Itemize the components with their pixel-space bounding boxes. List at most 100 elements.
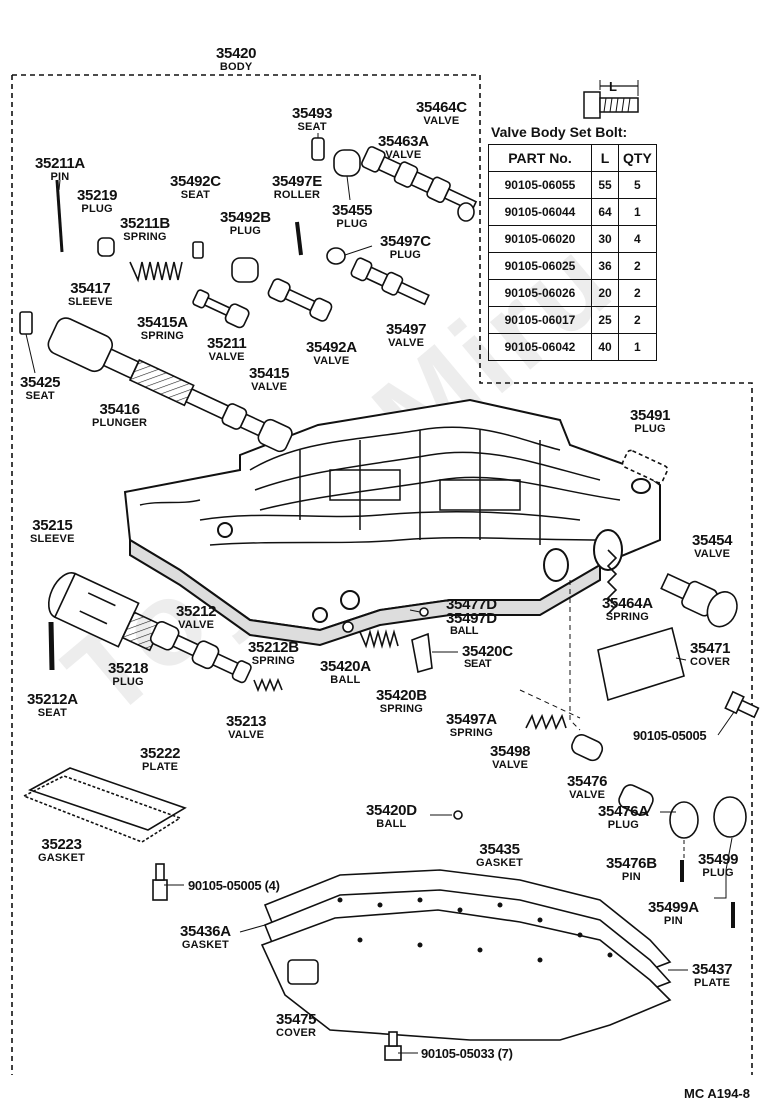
bolt-table-title: Valve Body Set Bolt: <box>491 124 628 140</box>
right-parts <box>597 449 760 719</box>
header-qty: QTY <box>618 144 657 172</box>
cell-length: 25 <box>591 306 619 334</box>
cell-qty: 2 <box>618 252 657 280</box>
bolt-dimension-icon <box>583 80 639 119</box>
part-label-35420c[interactable]: 35420C <box>462 643 513 660</box>
cell-qty: 4 <box>618 225 657 253</box>
valve-body-casting <box>123 398 661 647</box>
lower-left-parts <box>22 572 433 901</box>
cell-qty: 2 <box>618 306 657 334</box>
cell-part: 90105-06026 <box>488 279 592 307</box>
cell-part: 90105-06025 <box>488 252 592 280</box>
part-desc-ball: BALL <box>450 625 479 637</box>
cell-length: 40 <box>591 333 619 361</box>
part-label-35477d[interactable]: 35477D <box>446 596 497 613</box>
cell-qty: 1 <box>618 198 657 226</box>
cell-length: 55 <box>591 171 619 199</box>
cell-qty: 2 <box>618 279 657 307</box>
cell-length: 36 <box>591 252 619 280</box>
bolt-table-header: PART No. L QTY <box>488 144 657 172</box>
header-length: L <box>591 144 619 172</box>
bolt-label-05005-4[interactable]: 90105-05005 (4) <box>188 878 280 893</box>
reference-code: MC A194-8 <box>684 1086 750 1101</box>
cell-part: 90105-06042 <box>488 333 592 361</box>
cell-part: 90105-06017 <box>488 306 592 334</box>
bolt-label-05005[interactable]: 90105-05005 <box>633 728 707 743</box>
part-desc-seat: SEAT <box>464 658 492 670</box>
cell-length: 64 <box>591 198 619 226</box>
body-group-outline <box>11 74 753 1075</box>
bolt-length-label: L <box>609 79 617 94</box>
cell-qty: 1 <box>618 333 657 361</box>
leader-lines <box>25 133 735 1054</box>
cell-part: 90105-06044 <box>488 198 592 226</box>
lower-right-parts <box>260 713 747 1061</box>
cell-length: 30 <box>591 225 619 253</box>
cell-part: 90105-06055 <box>488 171 592 199</box>
cell-length: 20 <box>591 279 619 307</box>
part-label-35497d[interactable]: 35497D <box>446 610 497 627</box>
header-part-no: PART No. <box>488 144 592 172</box>
cell-qty: 5 <box>618 171 657 199</box>
bolt-label-05033-7[interactable]: 90105-05033 (7) <box>421 1046 513 1061</box>
upper-parts <box>55 137 478 329</box>
cell-part: 90105-06020 <box>488 225 592 253</box>
